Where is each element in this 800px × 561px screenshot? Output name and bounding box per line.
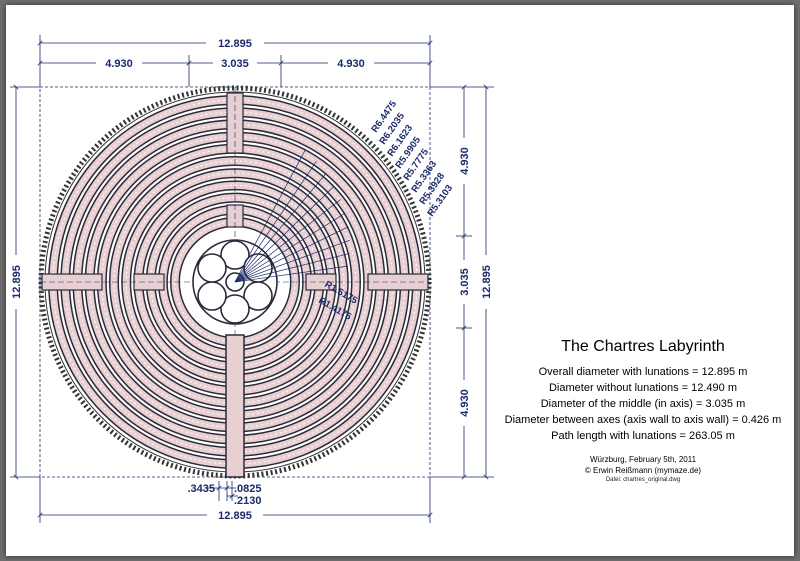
spec-line: Path length with lunations = 263.05 m [551, 430, 735, 442]
dim-top-right: 4.930 [337, 58, 365, 70]
radius-line [234, 239, 350, 283]
dim-bottom-c: .2130 [234, 495, 262, 507]
spec-line: Overall diameter with lunations = 12.895… [538, 366, 748, 378]
radius-line [234, 212, 346, 283]
dim-top-middle: 3.035 [221, 58, 249, 70]
radius-line [234, 253, 350, 283]
dim-bottom-total: 12.895 [218, 510, 252, 522]
file-name: Datei: chartres_original.dwg [605, 477, 681, 483]
radius-line [234, 265, 348, 283]
dim-right-top: 4.930 [459, 147, 471, 175]
spec-line: Diameter between axes (axis wall to axis… [504, 414, 782, 426]
info-panel: The Chartres Labyrinth Overall diameter … [488, 338, 798, 485]
dim-top-left: 4.930 [105, 58, 133, 70]
dim-left-total: 12.895 [11, 265, 23, 299]
dim-bottom-a: .3435 [187, 483, 215, 495]
drawing-sheet: R6.4475 R6.2035 R6.1623 R5.9905 R5.7775 … [6, 5, 794, 556]
place-date: Würzburg, February 5th, 2011 [589, 455, 697, 464]
author-credit: © Erwin Reißmann (mymaze.de) [584, 466, 702, 475]
radius-line [234, 149, 306, 283]
radius-line [234, 199, 341, 283]
dim-right-middle: 3.035 [459, 268, 471, 296]
radius-line [234, 185, 335, 283]
spec-line: Diameter of the middle (in axis) = 3.035… [540, 398, 746, 410]
dim-right-total: 12.895 [481, 265, 493, 299]
entry-path [225, 334, 245, 478]
dim-right-bottom: 4.930 [459, 389, 471, 417]
radius-line [234, 226, 349, 283]
radius-line [234, 160, 317, 283]
dim-bottom-b: .0825 [234, 483, 262, 495]
labyrinth-drawing: R6.4475 R6.2035 R6.1623 R5.9905 R5.7775 … [9, 35, 494, 523]
radius-line [234, 172, 327, 283]
dim-top-total: 12.895 [218, 38, 252, 50]
radius-lines [234, 149, 350, 283]
page-title: The Chartres Labyrinth [561, 338, 725, 355]
spec-line: Diameter without lunations = 12.490 m [548, 382, 738, 394]
